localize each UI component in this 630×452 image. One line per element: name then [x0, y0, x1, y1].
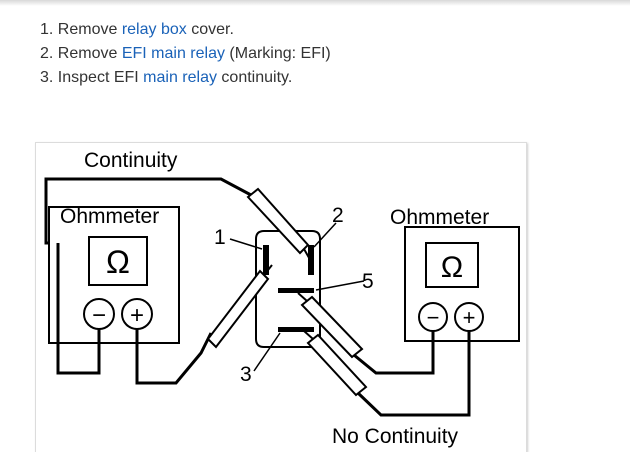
probe-terminal-5	[300, 295, 364, 359]
step-text: Inspect EFI	[57, 69, 144, 86]
step-item: 2. Remove EFI main relay (Marking: EFI)	[40, 42, 331, 66]
probe-terminal-3	[306, 333, 368, 397]
efi-main-relay-link[interactable]: EFI main relay	[121, 45, 225, 62]
relay-terminal-1	[263, 245, 269, 275]
right-ohmmeter-label: Ohmmeter	[390, 206, 489, 229]
probe-terminal-1	[206, 269, 270, 349]
step-text: Remove	[57, 45, 122, 62]
left-plus-sign: +	[130, 302, 144, 329]
left-plus-wire	[135, 329, 213, 385]
right-ohmmeter-display	[425, 242, 479, 288]
right-ohm-symbol: Ω	[441, 251, 463, 284]
left-minus-sign: −	[92, 302, 106, 329]
step-number: 2.	[40, 45, 54, 62]
step-item: 3. Inspect EFI main relay continuity.	[40, 66, 331, 90]
terminal-1-label: 1	[214, 226, 226, 249]
left-ohm-symbol: Ω	[106, 244, 130, 280]
terminal-3-label: 3	[240, 363, 252, 386]
relay-terminal-5	[278, 288, 314, 293]
leader-1	[229, 238, 263, 250]
probe-terminal-2	[246, 187, 310, 255]
instruction-list: 1. Remove relay box cover. 2. Remove EFI…	[40, 18, 331, 90]
step-text: continuity.	[216, 69, 293, 86]
probe-tip	[303, 330, 314, 340]
leader-2	[313, 222, 337, 248]
diagram-svg: Ω − + Ohmmeter Ω − + Ohmmeter	[44, 149, 520, 448]
continuity-label: Continuity	[84, 149, 178, 172]
right-minus-wire	[353, 331, 435, 375]
right-plus-wire	[356, 331, 471, 417]
leader-3	[253, 332, 281, 372]
relay-box-link[interactable]: relay box	[121, 21, 187, 38]
test-leads	[44, 177, 471, 417]
probe-tip	[297, 292, 308, 302]
probe-tip	[263, 264, 273, 276]
step-text: (Marking: EFI)	[224, 45, 331, 62]
continuity-wire	[44, 177, 252, 245]
left-ohmmeter-display	[88, 236, 148, 286]
main-relay-link[interactable]: main relay	[143, 69, 217, 86]
step-text: Remove	[57, 21, 122, 38]
top-shadow	[0, 0, 630, 6]
right-plus-sign: +	[463, 305, 476, 330]
terminal-2-label: 2	[332, 204, 344, 227]
step-number: 1.	[40, 21, 54, 38]
terminal-leaders	[229, 222, 365, 372]
left-minus-wire	[56, 243, 101, 375]
step-number: 3.	[40, 69, 54, 86]
leader-5	[315, 280, 365, 291]
relay-terminal-3	[278, 327, 314, 332]
no-continuity-label: No Continuity	[332, 425, 459, 448]
step-item: 1. Remove relay box cover.	[40, 18, 331, 42]
right-minus-sign: −	[427, 305, 440, 330]
probe-tip	[303, 248, 313, 264]
terminal-5-label: 5	[362, 270, 374, 293]
left-ohmmeter-label: Ohmmeter	[60, 205, 159, 228]
probes	[206, 187, 368, 397]
relay-continuity-diagram: Ω − + Ohmmeter Ω − + Ohmmeter	[35, 142, 527, 452]
step-text: cover.	[186, 21, 234, 38]
